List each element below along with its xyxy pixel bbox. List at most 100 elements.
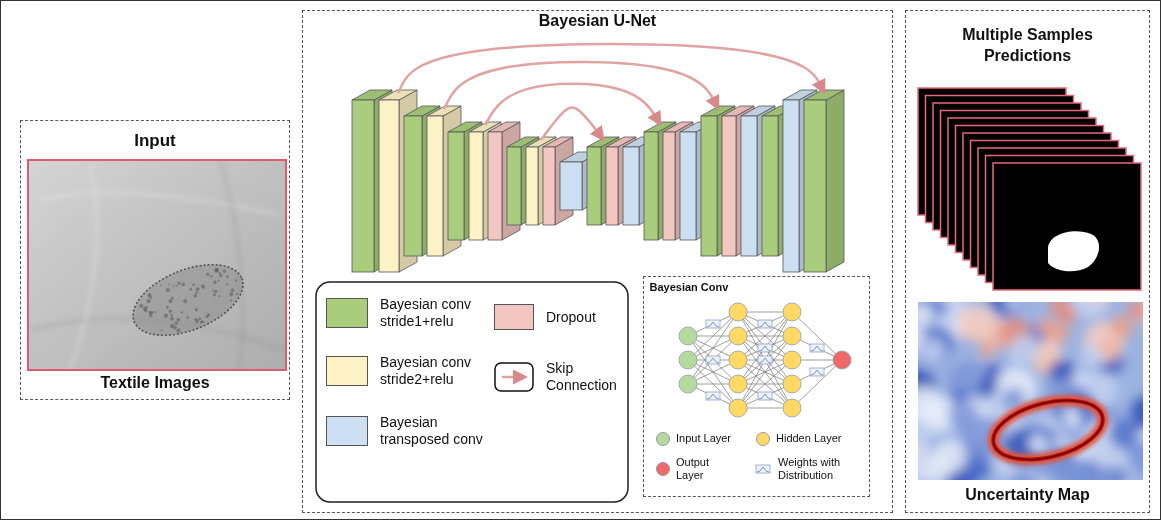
- slab-front: [701, 116, 717, 256]
- map-blob: [1029, 435, 1047, 453]
- slab-side: [538, 137, 556, 225]
- legend-label: Skip Connection: [546, 360, 624, 394]
- panel-title: Bayesian U-Net: [539, 11, 656, 32]
- network-link: [738, 312, 792, 384]
- defect-speck: [212, 290, 214, 292]
- weight-curve: [707, 322, 719, 327]
- textile-crease: [40, 193, 280, 215]
- unet-layers: [352, 90, 844, 272]
- slab-front: [404, 116, 422, 256]
- network-link: [688, 336, 738, 408]
- defect-speck: [142, 306, 147, 311]
- legend-item: Dropout: [494, 304, 624, 330]
- map-blob: [980, 344, 994, 358]
- slab-side: [502, 122, 520, 240]
- prediction-mask: [993, 163, 1141, 290]
- legend-box: [316, 282, 628, 502]
- panel-title: Input: [134, 130, 176, 152]
- legend-item: Bayesian conv stride1+relu: [326, 296, 492, 330]
- network-neuron: [729, 303, 747, 321]
- slab-front: [560, 162, 582, 210]
- defect-speck: [217, 280, 220, 283]
- defect-speck: [214, 289, 218, 293]
- map-blob: [1110, 315, 1133, 338]
- map-blob: [1071, 302, 1109, 318]
- weight-curve: [707, 394, 719, 399]
- legend-label: Output Layer: [676, 456, 722, 482]
- network-link: [738, 336, 792, 408]
- layer-slab: [469, 122, 501, 240]
- prediction-stack: [918, 88, 1141, 290]
- slab-front: [741, 116, 757, 256]
- ring-line: [987, 390, 1109, 469]
- network-neuron: [729, 375, 747, 393]
- layer-slab: [804, 90, 844, 272]
- slab-front: [352, 100, 374, 272]
- defect-speck: [200, 321, 203, 324]
- slab-front: [543, 147, 555, 225]
- defect-speck: [169, 323, 174, 328]
- network-link: [688, 312, 738, 384]
- network-neuron: [679, 351, 697, 369]
- defect-speck: [180, 311, 183, 314]
- dashed-panel: InputTextile Images: [20, 120, 290, 400]
- defect-speck: [218, 272, 221, 275]
- slab-side: [601, 137, 619, 225]
- network-neuron: [729, 399, 747, 417]
- defect-speck: [145, 306, 148, 309]
- slab-side: [658, 122, 676, 240]
- sample-frame: [495, 363, 533, 391]
- slab-side: [464, 122, 482, 240]
- legend-label: Weights with Distribution: [778, 456, 854, 482]
- defect-speck: [213, 268, 219, 274]
- layer-slab: [644, 122, 676, 240]
- textile-crease: [220, 160, 243, 370]
- slab-side: [521, 137, 539, 225]
- defect-speck: [235, 292, 238, 295]
- defect-speck: [176, 317, 181, 322]
- map-blob: [1063, 407, 1080, 424]
- legend-swatch: [326, 298, 368, 328]
- slab-front: [663, 132, 675, 240]
- weight-curve: [759, 394, 771, 399]
- weight-icon: [810, 344, 824, 352]
- uncertainty-ring: [987, 390, 1109, 469]
- defect-speck: [165, 287, 170, 292]
- defect-speck: [218, 295, 221, 298]
- network-neuron: [783, 303, 801, 321]
- weight-icon: [758, 356, 772, 364]
- defect-speck: [177, 281, 182, 286]
- map-blob: [1128, 302, 1143, 319]
- legend-label: Dropout: [546, 309, 624, 326]
- skip-connection: [541, 107, 603, 140]
- slab-front: [623, 147, 639, 225]
- legend-swatch: [326, 416, 368, 446]
- layer-slab: [488, 122, 520, 240]
- defect-speck: [170, 316, 175, 321]
- skip-connection-sample: [494, 362, 534, 392]
- panel-title: Bayesian Conv: [650, 280, 729, 294]
- slab-front: [448, 132, 464, 240]
- defect-speck: [160, 284, 162, 286]
- slab-front: [379, 100, 399, 272]
- defect-speck: [176, 328, 182, 334]
- slab-front: [488, 132, 502, 240]
- defect-speck: [210, 275, 213, 278]
- slab-front: [606, 147, 618, 225]
- defect-speck: [234, 279, 237, 282]
- map-blob: [918, 385, 942, 422]
- defect-speck: [229, 292, 234, 297]
- predicted-defect: [1048, 231, 1099, 271]
- map-blob: [1091, 302, 1107, 306]
- defect-speck: [207, 314, 210, 317]
- defect-speck: [206, 272, 210, 276]
- legend-dot: [656, 432, 670, 446]
- map-blob: [1099, 337, 1121, 359]
- map-blob: [1130, 396, 1143, 431]
- skip-connection: [398, 44, 824, 93]
- weight-icon: [706, 320, 720, 328]
- network-neuron: [783, 375, 801, 393]
